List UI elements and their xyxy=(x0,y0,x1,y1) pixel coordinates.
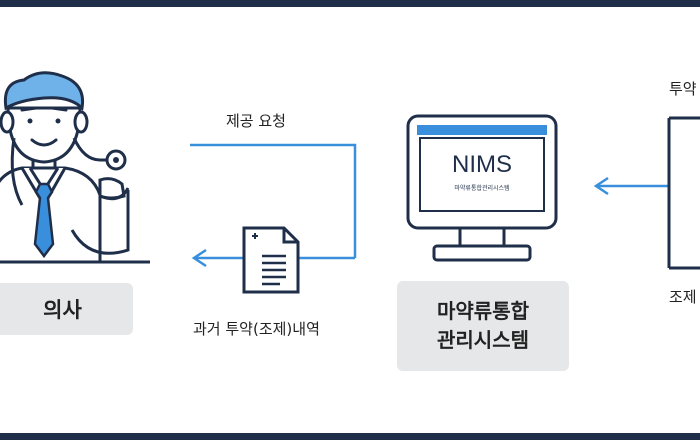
right-edge-bracket xyxy=(667,116,700,270)
document-icon xyxy=(242,226,300,294)
doctor-label: 의사 xyxy=(0,283,133,335)
doctor-label-text: 의사 xyxy=(43,298,82,322)
nims-screen-title: NIMS xyxy=(452,151,512,178)
top-border xyxy=(0,0,700,7)
incoming-arrow xyxy=(593,118,671,196)
doctor-icon xyxy=(0,71,150,264)
nims-label-line1: 마약류통합 xyxy=(437,299,529,323)
monitor-icon xyxy=(406,114,558,262)
history-label: 과거 투약(조제)내역 xyxy=(193,320,320,338)
request-arrow xyxy=(190,143,357,258)
nims-label-line2: 관리시스템 xyxy=(437,328,529,352)
request-label: 제공 요청 xyxy=(226,112,286,130)
right-top-label: 투약 xyxy=(669,80,697,98)
right-bottom-label: 조제 xyxy=(669,288,697,306)
nims-screen-subtitle: 마약류통합관리시스템 xyxy=(454,184,509,192)
nims-label: 마약류통합 관리시스템 xyxy=(397,281,569,371)
bottom-border xyxy=(0,433,700,440)
